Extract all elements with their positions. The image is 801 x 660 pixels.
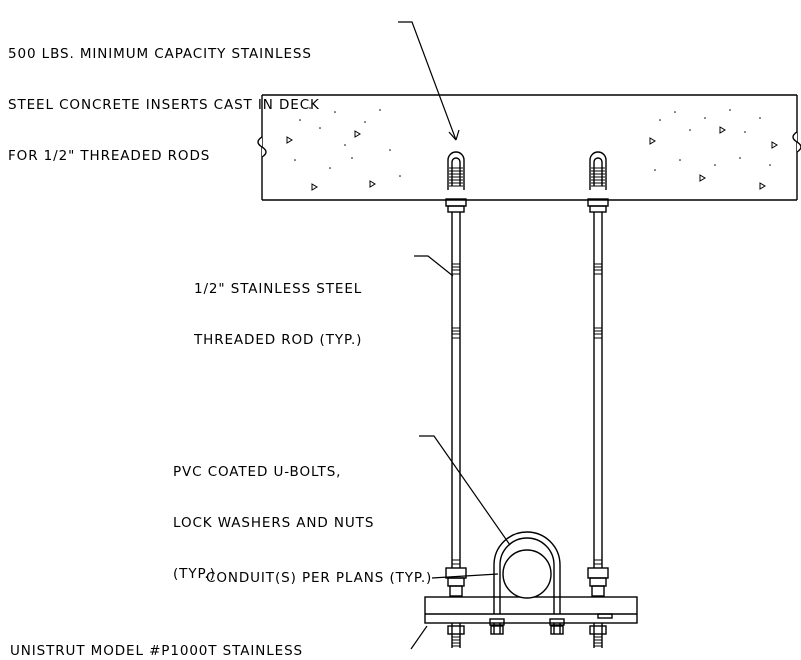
unistrut-callout: UNISTRUT MODEL #P1000T STAINLESS bbox=[10, 643, 304, 659]
concrete-deck bbox=[257, 94, 801, 201]
leader-lines bbox=[398, 21, 511, 650]
left-insert-and-rod bbox=[445, 151, 467, 648]
u-bolt-callout: PVC COATED U-BOLTS, LOCK WASHERS AND NUT… bbox=[173, 430, 374, 600]
insert-callout-line-3: FOR 1/2" THREADED RODS bbox=[8, 148, 211, 164]
rod-callout: 1/2" STAINLESS STEEL THREADED ROD (TYP.) bbox=[194, 247, 362, 366]
insert-callout: 500 LBS. MINIMUM CAPACITY STAINLESS STEE… bbox=[8, 12, 320, 182]
unistrut-channel bbox=[424, 596, 638, 624]
insert-callout-line-2: STEEL CONCRETE INSERTS CAST IN DECK bbox=[8, 97, 320, 113]
conduit-callout: CONDUIT(S) PER PLANS (TYP.) bbox=[206, 570, 433, 586]
u-bolt-callout-line-2: LOCK WASHERS AND NUTS bbox=[173, 515, 375, 531]
right-insert-and-rod bbox=[587, 151, 609, 648]
u-bolt-callout-line-1: PVC COATED U-BOLTS, bbox=[173, 464, 342, 480]
conduit-and-u-bolt bbox=[489, 531, 613, 635]
rod-callout-line-2: THREADED ROD (TYP.) bbox=[194, 332, 363, 348]
rod-callout-line-1: 1/2" STAINLESS STEEL bbox=[194, 281, 363, 297]
u-bolt-callout-line-3: (TYP.) bbox=[173, 566, 216, 582]
insert-callout-line-1: 500 LBS. MINIMUM CAPACITY STAINLESS bbox=[8, 46, 312, 62]
